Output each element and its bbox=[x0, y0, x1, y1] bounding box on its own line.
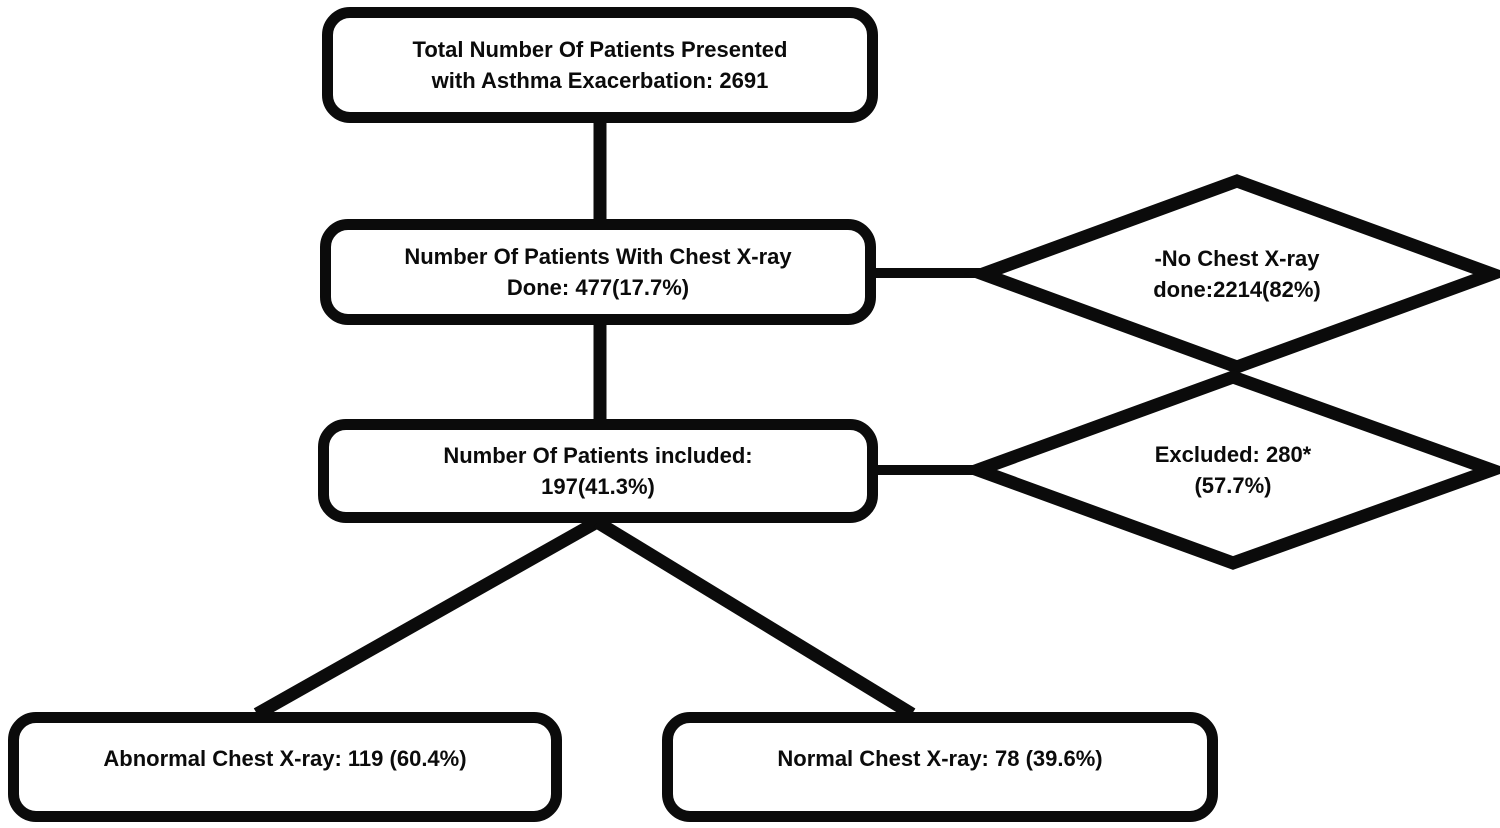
node-total-patients: Total Number Of Patients Presented with … bbox=[322, 7, 878, 123]
diamond-excluded-line1: Excluded: 280* bbox=[1154, 441, 1312, 467]
node-abnormal-xray-label: Abnormal Chest X-ray: 119 (60.4%) bbox=[103, 746, 467, 772]
node-total-patients-line1: Total Number Of Patients Presented bbox=[412, 36, 788, 62]
node-xray-done-line1: Number Of Patients With Chest X-ray bbox=[404, 243, 792, 269]
connector-included-to-abnormal bbox=[253, 516, 601, 720]
node-abnormal-xray: Abnormal Chest X-ray: 119 (60.4%) bbox=[8, 712, 562, 822]
diamond-no-xray-label: -No Chest X-ray done:2214(82%) bbox=[1047, 224, 1427, 324]
node-normal-xray: Normal Chest X-ray: 78 (39.6%) bbox=[662, 712, 1218, 822]
diamond-no-xray-line1: -No Chest X-ray bbox=[1154, 245, 1320, 271]
diamond-excluded-line2: (57.7%) bbox=[1194, 473, 1272, 498]
connector-included-to-normal bbox=[593, 516, 916, 720]
diamond-excluded-label: Excluded: 280* (57.7%) bbox=[1043, 420, 1423, 520]
node-total-patients-line2: with Asthma Exacerbation: 2691 bbox=[431, 68, 769, 93]
node-included-line2: 197(41.3%) bbox=[541, 474, 655, 499]
node-included: Number Of Patients included: 197(41.3%) bbox=[318, 419, 878, 523]
node-xray-done-line2: Done: 477(17.7%) bbox=[506, 275, 690, 300]
node-included-line1: Number Of Patients included: bbox=[443, 442, 753, 468]
diamond-excluded bbox=[959, 370, 1500, 570]
node-xray-done: Number Of Patients With Chest X-ray Done… bbox=[320, 219, 876, 325]
diamond-no-xray-line2: done:2214(82%) bbox=[1153, 277, 1321, 302]
diamond-no-xray bbox=[964, 174, 1500, 374]
node-normal-xray-label: Normal Chest X-ray: 78 (39.6%) bbox=[777, 746, 1103, 772]
